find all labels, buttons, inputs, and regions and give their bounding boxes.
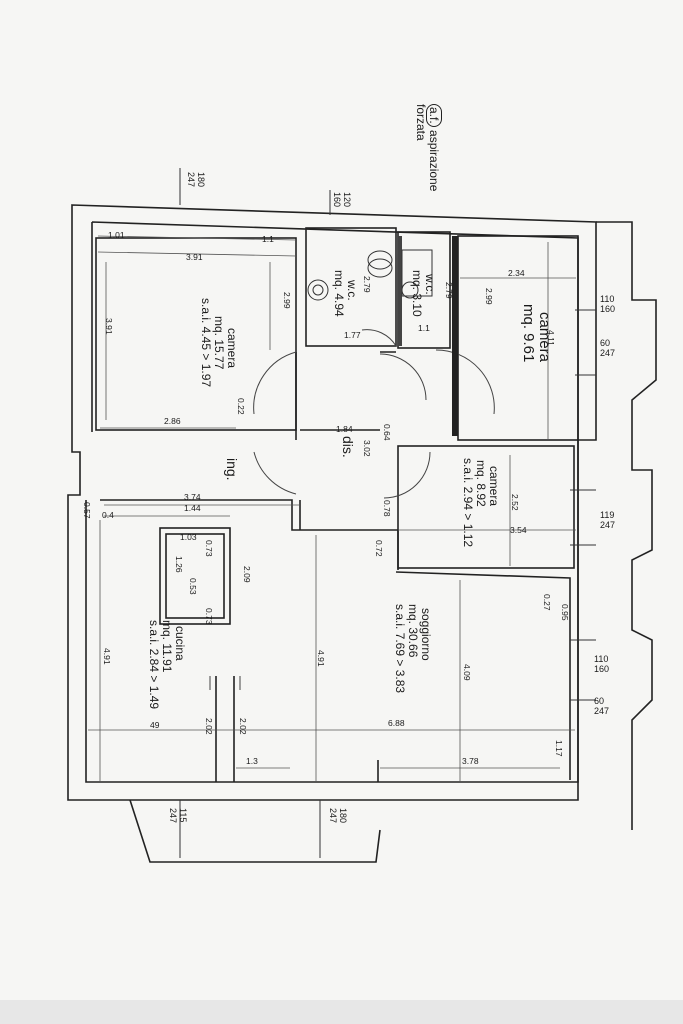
wc-a-outline: [305, 227, 397, 347]
room-wc-b: w.c. mq. 3.10: [410, 270, 437, 317]
dimension-label: 3.91: [186, 252, 203, 262]
room-name: w.c.: [345, 280, 359, 301]
outer-wall: [67, 204, 597, 801]
dimension-label: 0.73: [204, 540, 214, 557]
dimension-label: 2.09: [242, 566, 252, 583]
page-shadow: [0, 1000, 683, 1024]
dimension-label: 2.79: [444, 282, 454, 299]
dimension-label: 1.84: [336, 424, 353, 434]
room-camera-c: camera mq. 8.92 s.a.i. 2.94 > 1.12: [461, 458, 501, 548]
dimension-label: 3.78: [462, 756, 479, 766]
camera-b-outline: [457, 235, 579, 441]
dimension-label: 3.54: [510, 525, 527, 535]
dimension-label: 3.74: [184, 492, 201, 502]
dimension-label: 0.95: [560, 604, 570, 621]
dimension-label: 2.79: [362, 276, 372, 293]
dimension-label: 0.57: [82, 502, 92, 519]
dimension-label: 4.91: [102, 648, 112, 665]
room-dis: dis.: [340, 436, 356, 458]
dimension-label: 1.3: [246, 756, 258, 766]
dimension-label: 2.99: [484, 288, 494, 305]
camera-a-outline: [95, 237, 297, 431]
room-camera-a: camera mq. 15.77 s.a.i. 4.45 > 1.97: [199, 298, 239, 388]
dimension-label: 1.1: [262, 234, 274, 244]
room-name: soggiorno: [419, 608, 433, 661]
room-sai: s.a.i. 4.45 > 1.97: [199, 298, 213, 388]
room-area: mq. 4.94: [332, 270, 346, 317]
room-area: mq. 9.61: [520, 304, 537, 363]
room-area: mq. 15.77: [212, 316, 226, 370]
corridor-wall: [295, 351, 396, 530]
room-sai: s.a.i. 2.84 > 1.49: [147, 620, 161, 710]
legend-line2: forzata: [414, 104, 428, 141]
dimension-label: 0.4: [102, 510, 114, 520]
camera-c-outline: [397, 445, 575, 569]
room-wc-a: w.c. mq. 4.94: [332, 270, 359, 317]
balcony: [129, 799, 381, 863]
room-area: mq. 30.66: [406, 604, 420, 658]
room-soggiorno: soggiorno mq. 30.66 s.a.i. 7.69 > 3.83: [393, 604, 433, 694]
dimension-label: 2.02: [238, 718, 248, 735]
room-name: w.c.: [423, 274, 437, 295]
dimension-label: 4.09: [462, 664, 472, 681]
dimension-label: 1.1: [418, 323, 430, 333]
soggiorno-wall: [395, 571, 571, 780]
room-area: mq. 11.91: [160, 620, 174, 673]
dimension-label: 4.91: [316, 650, 326, 667]
room-cucina: cucina mq. 11.91 s.a.i. 2.84 > 1.49: [147, 620, 187, 710]
dimension-label: 3.02: [362, 440, 372, 457]
dimension-label: 2.34: [508, 268, 525, 278]
room-name: cucina: [173, 626, 187, 661]
dimension-label: 6.88: [388, 718, 405, 728]
dimension-label: 2.02: [204, 718, 214, 735]
dimension-label: 0.22: [236, 398, 246, 415]
dimension-label: 3.91: [104, 318, 114, 335]
dimension-label: 0.78: [382, 500, 392, 517]
dimension-label: 1.01: [108, 230, 125, 240]
cucina-wall: [100, 499, 399, 570]
room-name: camera: [487, 466, 501, 507]
legend-line1: aspirazione: [427, 130, 441, 192]
room-area: mq. 3.10: [410, 270, 424, 317]
room-sai: s.a.i. 7.69 > 3.83: [393, 604, 407, 694]
dimension-label: 1.03: [180, 532, 197, 542]
bay-windows: [596, 221, 657, 830]
dimension-label: 4.11: [546, 330, 556, 346]
dimension-label: 0.73: [204, 608, 214, 625]
dimension-label: 1.44: [184, 503, 201, 513]
dimension-label: 0.53: [188, 578, 198, 595]
room-name: camera: [225, 328, 239, 369]
dimension-label: 0.72: [374, 540, 384, 557]
dimension-label: 0.27: [542, 594, 552, 611]
room-area: mq. 8.92: [474, 460, 488, 507]
dimension-label: 49: [150, 720, 160, 730]
dimension-label: 1.26: [174, 556, 184, 573]
floor-plan: [67, 168, 657, 863]
dimension-label: 1.17: [554, 740, 564, 757]
dimension-label: 2.52: [510, 494, 520, 511]
dimension-label: 2.99: [282, 292, 292, 309]
dimension-label: 2.86: [164, 416, 181, 426]
af-legend-symbol: a.f.: [426, 104, 442, 127]
dimension-label: 0.64: [382, 424, 392, 441]
kitchen-block: [159, 527, 231, 625]
legend: a.f. aspirazione forzata: [414, 104, 442, 192]
dimension-label: 1.77: [344, 330, 361, 340]
room-ing: ing.: [224, 458, 240, 481]
room-sai: s.a.i. 2.94 > 1.12: [461, 458, 475, 548]
